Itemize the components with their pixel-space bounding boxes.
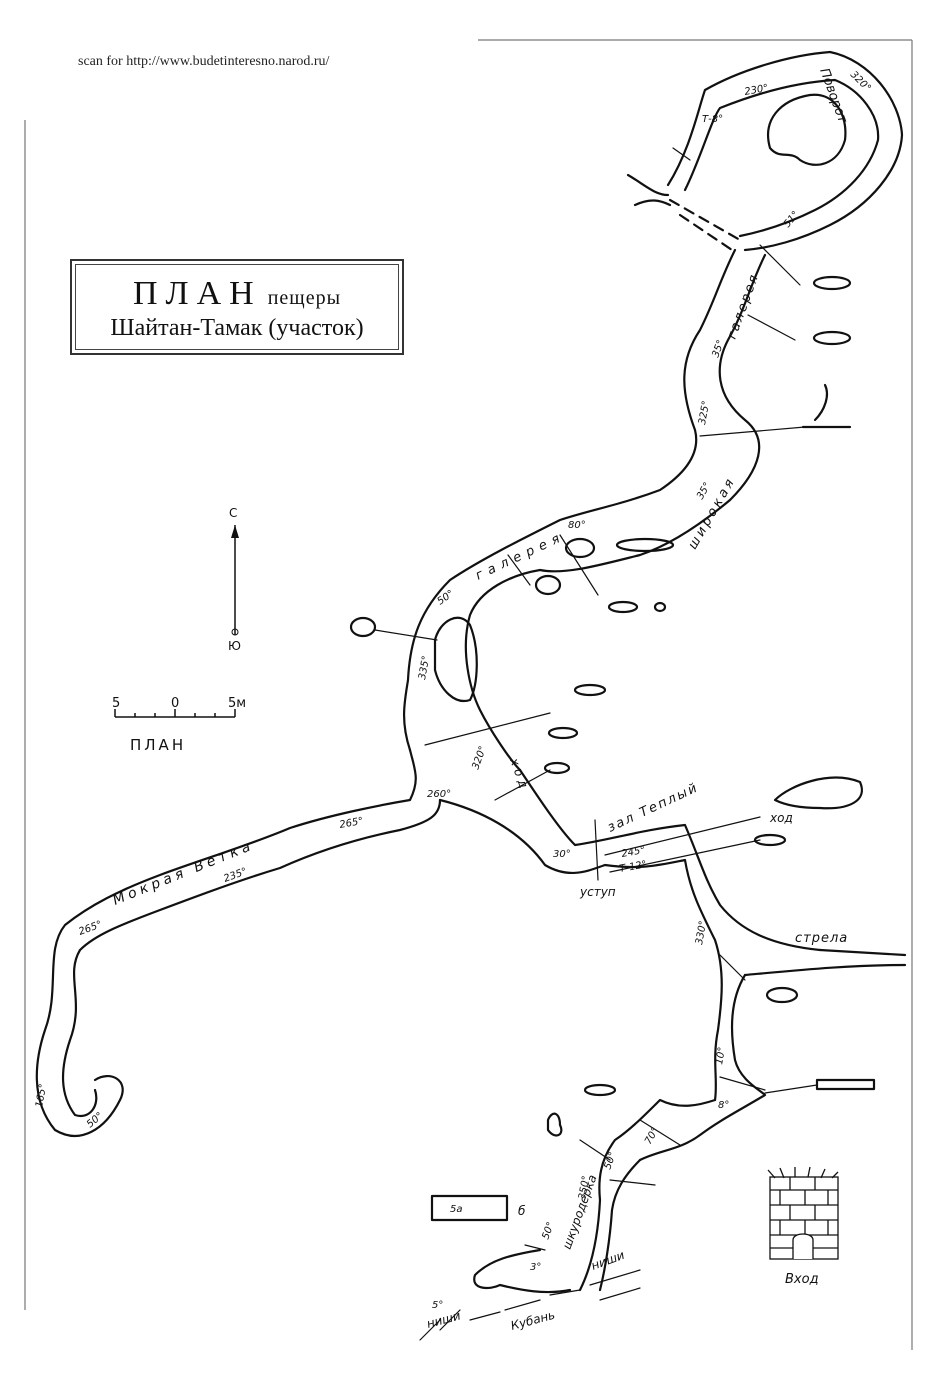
pillar-13	[753, 833, 787, 847]
label-strela: стрела	[795, 931, 848, 946]
bearing-5: 5°	[432, 1300, 443, 1311]
pillar-11	[547, 726, 579, 740]
pillar-3	[801, 383, 852, 429]
surface-hatch-kuban	[419, 1269, 641, 1341]
bearing-30: 30°	[553, 849, 571, 860]
entrance-symbol	[767, 1166, 839, 1260]
bearing-T12: Т-12°	[619, 859, 648, 875]
bearing-330: 330°	[694, 920, 709, 946]
pillar-9	[349, 616, 377, 638]
label-b: б	[518, 1204, 526, 1218]
chamber-right	[773, 776, 863, 810]
bearing-8: 8°	[718, 1100, 729, 1111]
pillar-6	[534, 574, 562, 596]
dashed-link	[668, 198, 742, 254]
bearing-35-a: 35°	[710, 339, 726, 359]
scale-caption: ПЛАН	[130, 736, 186, 754]
passage-strela-right	[743, 948, 907, 977]
side-passage-left	[626, 173, 672, 207]
label-galereya-top: галерея	[725, 271, 763, 341]
pillar-2	[812, 330, 852, 346]
scale-left: 5	[112, 696, 120, 711]
pillar-4	[615, 537, 675, 553]
bearing-80: 80°	[568, 520, 586, 531]
label-khod-vertical: ход	[507, 755, 532, 793]
bearing-70: 70°	[643, 1126, 661, 1147]
pillar-10	[573, 683, 607, 697]
pillar-15	[815, 1078, 876, 1091]
bearing-335: 335°	[417, 655, 432, 681]
passage-lower-left	[578, 1098, 717, 1292]
label-kuban: Кубань	[509, 1308, 556, 1333]
label-ustup: уступ	[579, 885, 616, 899]
map-title-inner: ПЛАН пещеры Шайтан-Тамак (участок)	[75, 264, 399, 350]
bearing-50-c: 50°	[602, 1151, 618, 1171]
passage-lower-right	[638, 973, 767, 1162]
label-vkhod: Вход	[785, 1272, 819, 1287]
scan-credit: scan for http://www.budetinteresno.narod…	[78, 54, 330, 69]
label-khod-small: ход	[769, 811, 793, 825]
survey-lines	[374, 147, 818, 1251]
passage-zal-tepliy-bottom	[438, 798, 723, 1102]
pillar-12	[543, 761, 571, 775]
passage-upper-gallery-right	[464, 253, 767, 772]
bearing-165: 165°	[34, 1083, 49, 1109]
label-nishi-left: ниши	[425, 1308, 462, 1330]
map-title-box: ПЛАН пещеры Шайтан-Тамак (участок)	[70, 259, 404, 355]
passage-top-loop	[666, 50, 904, 252]
inner-island-top	[767, 93, 847, 166]
map-subtitle: Шайтан-Тамак (участок)	[110, 315, 364, 341]
passage-top-loop-inner	[683, 78, 880, 238]
bearing-50-d: 50°	[540, 1221, 556, 1241]
passage-upper-gallery-left	[402, 248, 737, 752]
bearing-51: 51°	[782, 209, 802, 230]
island-big-left	[433, 616, 478, 703]
scale-zero: 0	[171, 696, 179, 711]
bearing-265-a: 265°	[339, 816, 365, 831]
map-title: ПЛАН пещеры	[76, 275, 398, 313]
pillar-16	[583, 1083, 617, 1097]
pillar-8	[653, 601, 667, 613]
title-word-plan: ПЛАН	[132, 275, 262, 312]
title-word-cave: пещеры	[267, 287, 342, 309]
bearing-325: 325°	[697, 400, 712, 426]
legend-5a: 5а	[450, 1204, 463, 1215]
scale-bar	[114, 709, 236, 718]
passage-exit-bottom	[473, 1248, 572, 1294]
bearing-245: 245°	[621, 845, 647, 860]
compass	[231, 525, 239, 636]
bearing-230: 230°	[744, 83, 770, 98]
bearing-3: 3°	[530, 1262, 541, 1273]
bearing-260: 260°	[427, 789, 451, 800]
scale-right: 5м	[228, 696, 246, 711]
pillar-5	[564, 537, 596, 559]
pillar-17	[546, 1112, 563, 1137]
compass-south: Ю	[228, 639, 241, 653]
passage-mokraya-vetka-top	[35, 748, 417, 1137]
bearing-T8: Т-8°	[702, 114, 723, 125]
bearing-320-mid: 320°	[470, 745, 489, 771]
pillar-14	[765, 986, 799, 1004]
legend-box-5a	[430, 1194, 509, 1222]
bearing-35-b: 35°	[695, 481, 713, 502]
bearing-350: 350°	[577, 1175, 592, 1201]
passage-mokraya-vetka-bottom	[62, 798, 442, 1118]
passage-zal-tepliy-top	[518, 768, 822, 952]
pillar-1	[812, 275, 852, 291]
pillar-7	[607, 600, 639, 614]
bearing-10: 10°	[714, 1046, 728, 1065]
compass-north: С	[229, 506, 237, 520]
